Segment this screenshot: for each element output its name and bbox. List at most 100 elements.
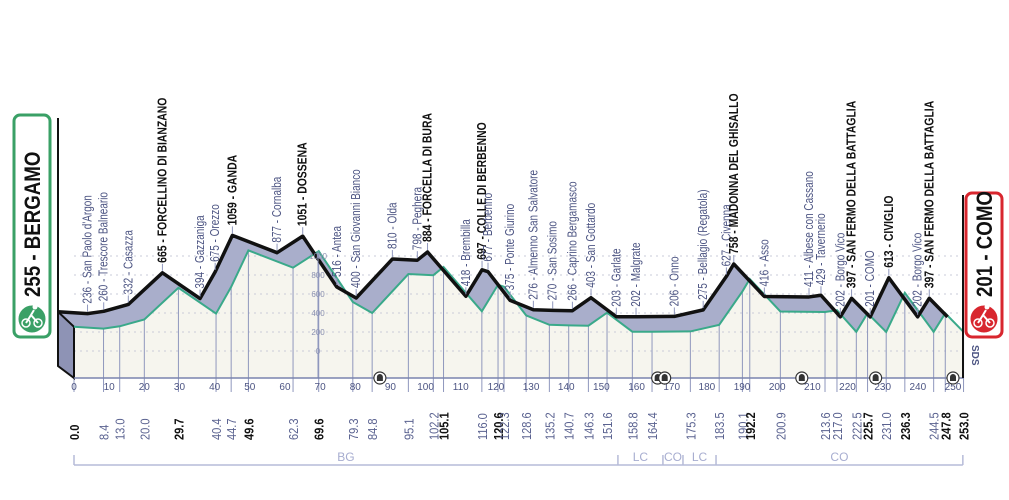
province-label: BG [337,450,354,464]
km-label: 84.8 [365,418,380,440]
km-label: 200.9 [774,412,789,440]
place-label: 397 - SAN FERMO DELLA BATTAGLIA [922,100,936,288]
place-label: 416 - Asso [758,239,771,286]
bike-frame [25,309,39,324]
bike-icon [969,304,999,334]
km-label: 175.3 [684,412,699,440]
bike-icon [17,304,47,334]
km-label: 217.0 [830,412,845,440]
x-tick-label: 120 [488,382,505,393]
place-label: 516 - Antea [331,225,344,277]
km-label: 213.6 [818,412,833,440]
place-label: 613 - CIVIGLIO [882,196,896,268]
bike-wheel [21,318,31,328]
tunnel-icon [946,371,960,385]
km-label: 69.6 [312,418,327,440]
place-label: 203 - Garlate [610,248,623,306]
place-label: 266 - Caprino Bergamasco [566,181,579,300]
place-label: 400 - San Giovanni Bianco [350,169,363,288]
place-label: 201 - COMO [864,250,877,307]
km-label: 158.8 [625,412,640,440]
place-label: 1051 - DOSSENA [296,142,310,226]
x-tick-label: 230 [874,382,891,393]
x-tick-label: 180 [699,382,716,393]
km-label: 151.6 [600,412,615,440]
x-tick-label: 240 [909,382,926,393]
place-label: 627 - Civenna [720,204,733,267]
place-label: 260 - Trescore Balneario [98,192,111,301]
place-label: 758 - MADONNA DEL GHISALLO [727,93,741,254]
profile-ribbon [58,235,964,332]
start-box-frame [12,113,52,339]
bike-frame [977,309,991,324]
place-label: 206 - Onno [668,256,681,306]
x-tick-label: 200 [769,382,786,393]
place-label: 276 - Almenno San Salvatore [527,170,540,300]
x-tick-label: 50 [244,382,256,393]
place-label: 675 - Orezzo [209,204,222,262]
km-label: 183.5 [712,412,727,440]
km-label: 44.7 [224,418,239,440]
km-label: 140.7 [562,412,577,440]
km-label: 222.5 [849,412,864,440]
place-label: 798 - Peghera [411,186,424,250]
place-label: 202 - Borgo Vico [834,233,847,307]
km-label: 244.5 [927,412,942,440]
km-label: 29.7 [172,418,187,440]
km-label: 0.0 [67,424,82,440]
x-tick-label: 250 [945,382,962,393]
x-tick-label: 190 [734,382,751,393]
km-label: 120.6 [491,412,506,440]
km-label: 122.3 [497,412,512,440]
place-label: 403 - San Gottardo [585,203,598,288]
brand-logo: SDS [969,345,980,366]
place-label: 394 - Gazzaniga [194,215,207,289]
rider-head [984,304,990,310]
x-tick-label: 70 [315,382,327,393]
start-box: 255 - BERGAMO [12,113,52,339]
finish-box-frame [964,191,1004,339]
x-tick-label: 210 [804,382,821,393]
province-label: CO [830,450,848,464]
place-label: 697 - COLLE DI BERBENNO [475,122,489,259]
km-label: 105.1 [437,412,452,440]
km-label: 236.3 [898,412,913,440]
tunnel-icon-shape [950,374,956,381]
province-label: LC [692,450,708,464]
km-label: 135.2 [543,412,558,440]
province-label: LC [633,450,649,464]
tunnel-icon-shape [872,374,879,381]
place-label: 332 - Casazza [122,229,135,294]
tunnel-icon-shape [376,374,383,381]
province-label: CO [664,450,682,464]
km-label: 253.0 [957,412,972,440]
finish-box: 201 - COMO [964,191,1004,339]
km-label: 146.3 [582,412,597,440]
place-label: 1059 - GANDA [225,154,239,225]
km-label: 190.1 [736,412,751,440]
bike-wheel [973,318,983,328]
km-label: 62.3 [286,418,301,440]
x-tick-label: 80 [350,382,362,393]
km-label: 13.0 [113,418,128,440]
km-label: 192.2 [743,412,758,440]
place-label: 411 - Albese con Cassano [803,171,816,287]
km-label: 102.2 [426,412,441,440]
x-tick-label: 110 [453,382,469,393]
place-label: 429 - Tavernerio [815,213,828,285]
bike-wheel [33,318,43,328]
tunnel-icon [795,371,809,385]
km-label: 231.0 [879,412,894,440]
km-label: 116.0 [475,413,490,440]
x-tick-label: 10 [104,382,116,393]
x-tick-label: 40 [209,382,221,393]
profile-ground [74,250,964,378]
tunnel-icon-shape [661,374,668,381]
place-label: 397 - SAN FERMO DELLA BATTAGLIA [845,100,859,288]
km-label: 225.7 [861,412,876,440]
x-tick-label: 0 [71,382,77,393]
profile-shadow-line [73,249,965,334]
place-label: 884 - FORCELLA DI BURA [420,113,434,242]
x-tick-label: 130 [523,382,540,393]
